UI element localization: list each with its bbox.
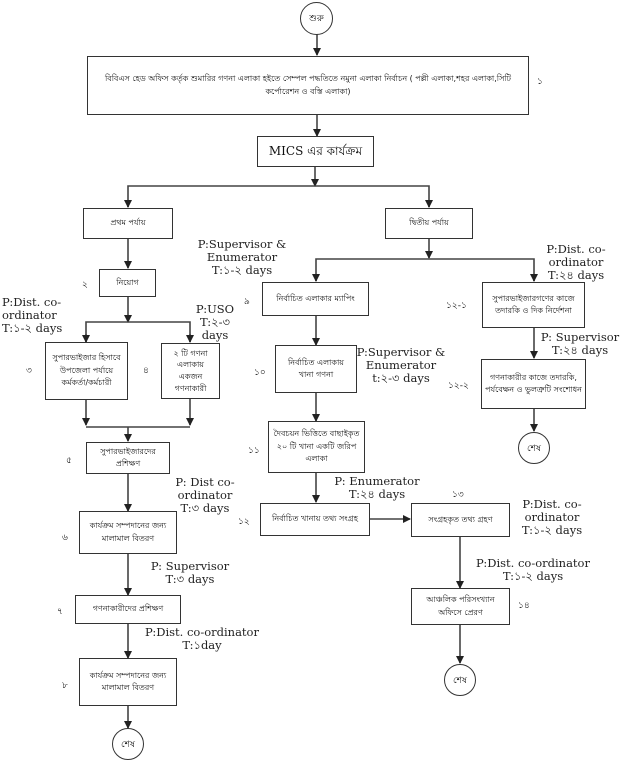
step-3-number: ৩ bbox=[26, 366, 32, 376]
step-3-text: সুপারভাইজার হিসাবে উপজেলা পর্যায়ে কর্মক… bbox=[52, 353, 121, 388]
step-1-text: বিবিএস হেড অফিস কর্তৃক শুমারির গণনা এলাক… bbox=[104, 74, 512, 96]
step-4-number: ৪ bbox=[143, 366, 149, 376]
annotation-step-14: P:Dist. co-ordinator T:১-২ days bbox=[476, 556, 590, 584]
step-8-number: ৮ bbox=[62, 681, 68, 691]
step-8-text: কার্যক্রম সম্পদানের জন্য মালামাল বিতরণ bbox=[89, 670, 167, 692]
step-2-text: নিয়োগ bbox=[116, 277, 139, 287]
step-12-2-number: ১২-২ bbox=[448, 381, 469, 391]
annotation-step-4: P:USO T:২-৩ days bbox=[195, 302, 235, 343]
step-4-box: ২ টি গণনা এলাকায় একজন গণনাকারী bbox=[161, 343, 220, 399]
phase-2-box: দ্বিতীয় পর্যায় bbox=[385, 208, 473, 239]
step-7-number: ৭ bbox=[57, 607, 63, 617]
step-12-number: ১২ bbox=[238, 517, 250, 527]
step-9-number: ৯ bbox=[244, 297, 250, 307]
end-label: শেষ bbox=[121, 739, 135, 750]
step-6-number: ৬ bbox=[62, 533, 68, 543]
annotation-step-7: P:Dist. co-ordinator T:১day bbox=[145, 625, 259, 653]
mics-box: MICS এর কার্যক্রম bbox=[257, 136, 374, 167]
step-12-2-text: গণনাকারীর কাজে তদারকি, পর্যবেক্ষন ও ভুলত… bbox=[485, 372, 582, 394]
step-12-text: নির্বাচিত খানায় তথ্য সংগ্রহ bbox=[272, 514, 358, 524]
annotation-step-12-1: P:Dist. co- ordinator T:২৪ days bbox=[546, 242, 606, 283]
annotation-step-10: P:Supervisor & Enumerator t:২-৩ days bbox=[356, 345, 446, 386]
annotation-step-5: P: Dist co-ordinator T:৩ days bbox=[175, 475, 235, 516]
step-11-box: দৈবচয়ন ভিত্তিতে বাছাইকৃত ২০ টি খানা একট… bbox=[268, 421, 365, 473]
connector-split-phases bbox=[127, 185, 430, 207]
annotation-step-13: P:Dist. co- ordinator T:১-২ days bbox=[521, 497, 583, 538]
step-1-box: বিবিএস হেড অফিস কর্তৃক শুমারির গণনা এলাক… bbox=[87, 56, 529, 115]
step-13-box: সংগ্রহকৃত তথ্য গ্রহণ bbox=[411, 503, 510, 537]
annotation-step-6: P: Supervisor T:৩ days bbox=[150, 559, 230, 587]
annotation-step-9: P:Supervisor & Enumerator T:১-২ days bbox=[197, 237, 287, 278]
end-node-right-top: শেষ bbox=[518, 432, 550, 464]
step-14-number: ১৪ bbox=[518, 601, 530, 611]
step-5-box: সুপারভাইজারদের প্রশিক্ষণ bbox=[86, 442, 170, 474]
step-13-text: সংগ্রহকৃত তথ্য গ্রহণ bbox=[428, 514, 493, 524]
end-label: শেষ bbox=[527, 443, 541, 454]
step-6-text: কার্যক্রম সম্পদানের জন্য মালামাল বিতরণ bbox=[89, 521, 167, 543]
mics-text: MICS এর কার্যক্রম bbox=[268, 144, 363, 159]
annotation-step-3: P:Dist. co- ordinator T:১-২ days bbox=[2, 295, 63, 336]
step-12-box: নির্বাচিত খানায় তথ্য সংগ্রহ bbox=[260, 503, 370, 536]
annotation-step-12: P: Enumerator T:২৪ days bbox=[334, 474, 420, 502]
step-3-box: সুপারভাইজার হিসাবে উপজেলা পর্যায়ে কর্মক… bbox=[45, 342, 128, 400]
phase-2-text: দ্বিতীয় পর্যায় bbox=[409, 218, 449, 228]
step-11-text: দৈবচয়ন ভিত্তিতে বাছাইকৃত ২০ টি খানা একট… bbox=[273, 429, 360, 464]
step-13-number: ১৩ bbox=[452, 490, 464, 500]
step-7-box: গণনাকারীদের প্রশিক্ষণ bbox=[75, 595, 181, 624]
start-node: শুরু bbox=[300, 2, 333, 35]
step-9-text: নির্বাচিত এলাকার ম্যাপিং bbox=[276, 293, 355, 303]
step-2-box: নিয়োগ bbox=[99, 269, 156, 297]
phase-1-box: প্রথম পর্যায় bbox=[83, 208, 173, 239]
phase-1-text: প্রথম পর্যায় bbox=[110, 218, 146, 228]
step-11-number: ১১ bbox=[248, 446, 260, 456]
step-9-box: নির্বাচিত এলাকার ম্যাপিং bbox=[262, 282, 369, 316]
step-7-text: গণনাকারীদের প্রশিক্ষণ bbox=[92, 604, 164, 614]
step-2-number: ২ bbox=[82, 280, 88, 290]
step-12-1-text: সুপারভাইজারগণের কাজে তদারকি ও দিক নির্দে… bbox=[492, 293, 575, 315]
step-14-text: আঞ্চলিক পরিসংখ্যান অফিসে প্রেরণ bbox=[426, 595, 495, 617]
step-10-number: ১০ bbox=[254, 368, 266, 378]
step-12-2-box: গণনাকারীর কাজে তদারকি, পর্যবেক্ষন ও ভুলত… bbox=[481, 359, 586, 409]
step-4-text: ২ টি গণনা এলাকায় একজন গণনাকারী bbox=[173, 348, 208, 393]
step-1-number: ১ bbox=[537, 77, 543, 87]
end-node-right-bottom: শেষ bbox=[444, 664, 476, 696]
end-node-left: শেষ bbox=[112, 728, 144, 760]
step-5-text: সুপারভাইজারদের প্রশিক্ষণ bbox=[100, 447, 156, 468]
step-8-box: কার্যক্রম সম্পদানের জন্য মালামাল বিতরণ bbox=[79, 658, 177, 706]
step-12-1-number: ১২-১ bbox=[446, 301, 467, 311]
step-14-box: আঞ্চলিক পরিসংখ্যান অফিসে প্রেরণ bbox=[411, 588, 510, 625]
end-label: শেষ bbox=[453, 675, 467, 686]
annotation-step-12-2: P: Supervisor T:২৪ days bbox=[540, 330, 620, 358]
step-12-1-box: সুপারভাইজারগণের কাজে তদারকি ও দিক নির্দে… bbox=[482, 282, 585, 328]
step-10-box: নির্বাচিত এলাকায় খানা গণনা bbox=[275, 345, 357, 393]
step-5-number: ৫ bbox=[66, 456, 72, 466]
step-6-box: কার্যক্রম সম্পদানের জন্য মালামাল বিতরণ bbox=[79, 511, 177, 554]
start-label: শুরু bbox=[309, 14, 324, 24]
step-10-text: নির্বাচিত এলাকায় খানা গণনা bbox=[288, 357, 344, 379]
